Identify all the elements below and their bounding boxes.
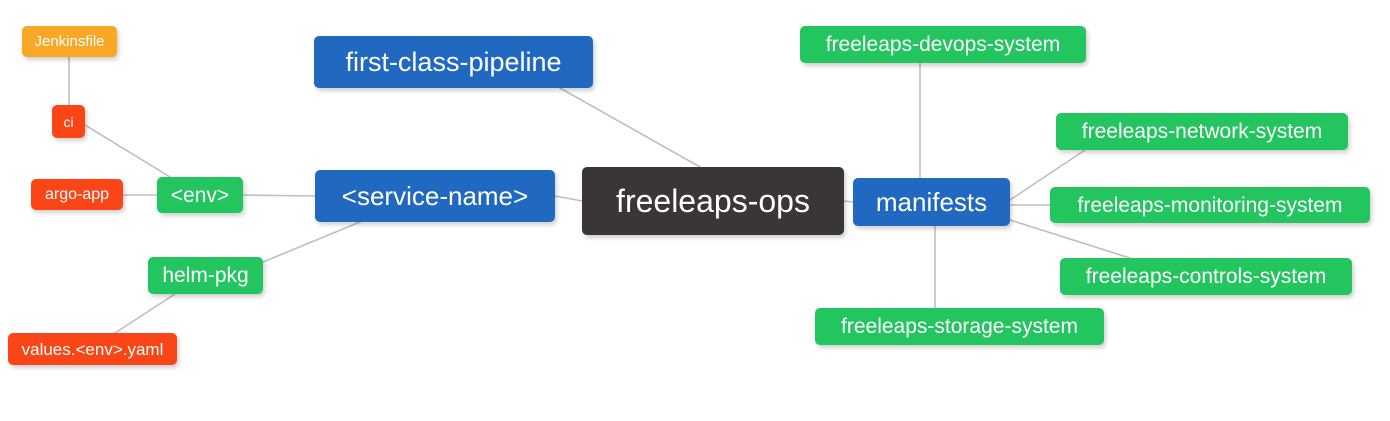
node-ci[interactable]: ci [52,105,85,138]
edge-freeleaps-ops-to-service-name [554,195,583,202]
node-label-freeleaps-monitoring-system: freeleaps-monitoring-system [1077,193,1343,217]
edge-freeleaps-ops-to-manifests [843,200,854,203]
node-argo-app[interactable]: argo-app [31,179,123,210]
node-freeleaps-network-system[interactable]: freeleaps-network-system [1056,113,1348,150]
node-label-service-name: <service-name> [341,181,529,211]
edge-helm-pkg-to-values-env-yaml [114,293,176,334]
node-label-freeleaps-controls-system: freeleaps-controls-system [1085,265,1327,288]
node-freeleaps-ops[interactable]: freeleaps-ops [582,167,844,235]
edge-manifests-to-freeleaps-controls-system [1009,219,1131,259]
node-label-env: <env> [170,183,230,207]
node-label-freeleaps-devops-system: freeleaps-devops-system [825,33,1061,56]
node-label-freeleaps-ops: freeleaps-ops [616,183,810,219]
node-label-first-class-pipeline: first-class-pipeline [345,46,562,77]
node-env[interactable]: <env> [157,177,243,213]
node-label-helm-pkg: helm-pkg [162,264,249,287]
node-freeleaps-storage-system[interactable]: freeleaps-storage-system [815,308,1104,345]
node-manifests[interactable]: manifests [853,178,1010,226]
node-label-manifests: manifests [875,187,988,217]
edge-service-name-to-env [242,194,316,197]
node-first-class-pipeline[interactable]: first-class-pipeline [314,36,593,88]
edge-env-to-ci [84,124,171,178]
node-label-ci: ci [63,113,74,130]
node-freeleaps-devops-system[interactable]: freeleaps-devops-system [800,26,1086,63]
node-label-jenkinsfile: Jenkinsfile [34,33,105,50]
edge-freeleaps-ops-to-first-class-pipeline [559,87,701,168]
node-label-argo-app: argo-app [44,185,110,203]
node-values-env-yaml[interactable]: values.<env>.yaml [8,333,177,365]
node-freeleaps-controls-system[interactable]: freeleaps-controls-system [1060,258,1352,295]
edge-service-name-to-helm-pkg [262,221,361,263]
node-freeleaps-monitoring-system[interactable]: freeleaps-monitoring-system [1050,187,1370,223]
node-jenkinsfile[interactable]: Jenkinsfile [22,26,117,57]
node-service-name[interactable]: <service-name> [315,170,555,222]
node-label-values-env-yaml: values.<env>.yaml [21,339,164,359]
node-helm-pkg[interactable]: helm-pkg [148,257,263,294]
node-label-freeleaps-storage-system: freeleaps-storage-system [841,315,1078,338]
node-label-freeleaps-network-system: freeleaps-network-system [1081,120,1323,143]
